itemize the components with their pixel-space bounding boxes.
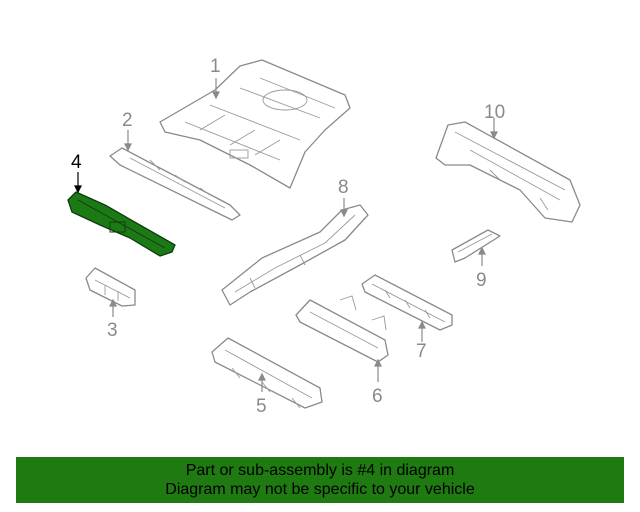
callout-4[interactable]: 4 [71,152,82,173]
part-9-small-bracket[interactable] [451,229,501,263]
part-8-side-member[interactable] [221,204,369,306]
callout-1[interactable]: 1 [210,56,221,77]
part-6-seat-mount[interactable] [295,295,389,363]
part-3-bracket[interactable] [85,267,136,307]
part-2-crossmember[interactable] [109,147,241,221]
callout-9[interactable]: 9 [476,270,487,291]
parts-diagram: 1 2 3 4 5 6 7 8 9 10 [67,56,581,417]
part-5-seat-crossmember[interactable] [211,337,323,409]
part-1-rear-floor-pan[interactable] [159,59,351,189]
part-7-rail[interactable] [361,274,453,331]
info-banner: Part or sub-assembly is #4 in diagram Di… [16,457,624,503]
callout-7[interactable]: 7 [416,341,427,362]
callout-6[interactable]: 6 [372,386,383,407]
callout-3[interactable]: 3 [107,320,118,341]
banner-line-disclaimer: Diagram may not be specific to your vehi… [165,481,475,498]
part-4-rail-extension[interactable] [67,191,176,257]
callout-10[interactable]: 10 [484,102,505,123]
callout-5[interactable]: 5 [256,396,267,417]
part-10-rear-crossmember[interactable] [435,121,581,223]
callout-8[interactable]: 8 [338,177,349,198]
banner-line-part: Part or sub-assembly is #4 in diagram [185,462,455,479]
callout-2[interactable]: 2 [122,110,133,131]
